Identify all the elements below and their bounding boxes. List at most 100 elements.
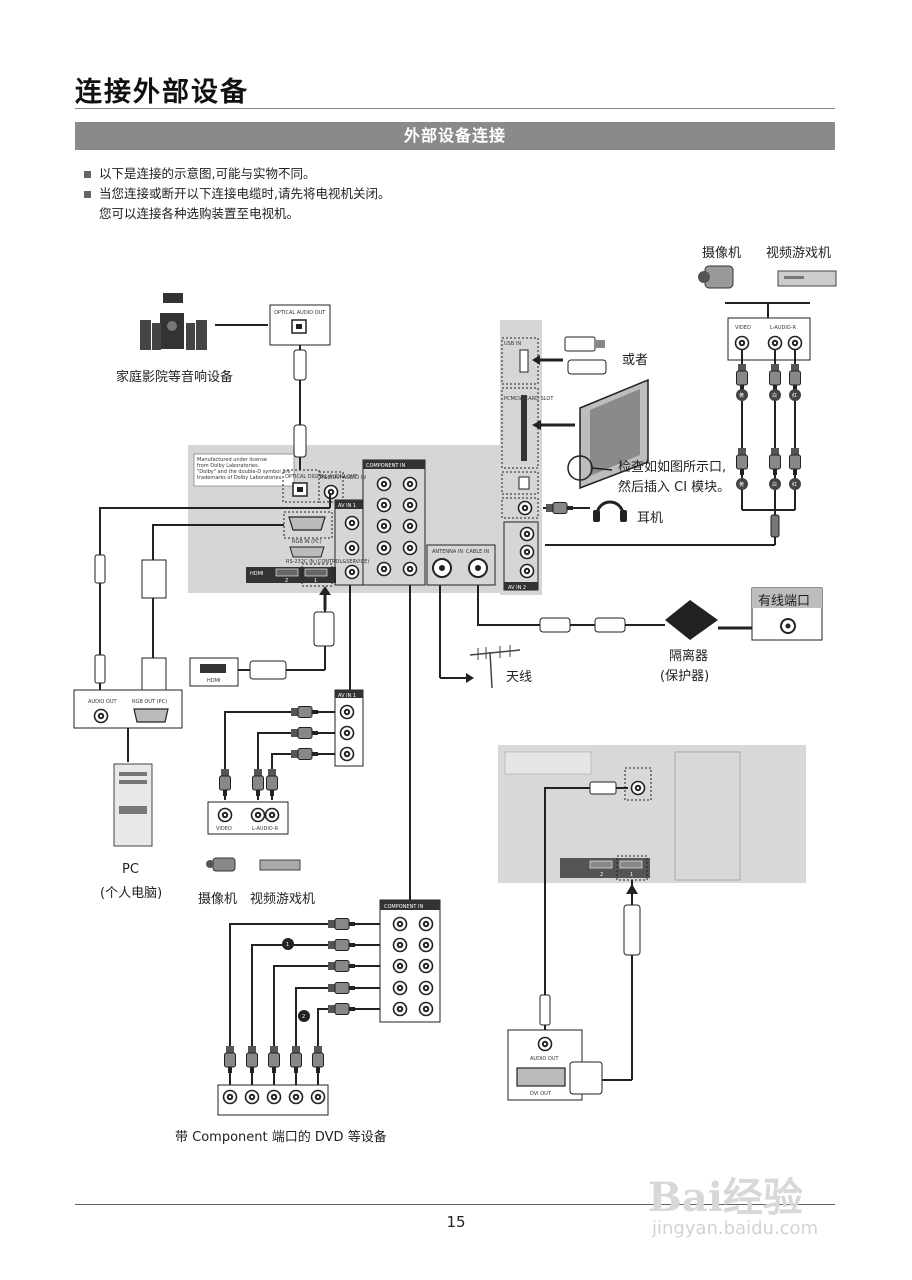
comp1-l: [402, 540, 418, 556]
home-theater-icon: [140, 293, 207, 350]
note-2-text: 当您连接或断开以下连接电缆时,请先将电视机关闭。: [99, 186, 391, 201]
dolby-line-4: trademarks of Dolby Laboratories.: [197, 475, 283, 481]
rs232-label: RS-232C IN (CONTROL&SERVICE): [286, 559, 369, 565]
headphones-icon: [595, 500, 625, 516]
comp2-r: [376, 561, 392, 577]
av1-audio-l-jack: [344, 540, 360, 556]
pc-label-1: PC: [122, 862, 139, 877]
pc-rgb-out-label: RGB OUT (PC): [132, 699, 167, 705]
plug-yellow-top: 黄: [739, 392, 744, 399]
dolby-line-3: "Dolby" and the double-D symbol are: [197, 469, 290, 475]
game-console-icon-left: [259, 859, 301, 871]
camcorder-icon-right: [698, 265, 734, 289]
note-2: 当您连接或断开以下连接电缆时,请先将电视机关闭。: [84, 184, 390, 204]
rgb-dvi-audio-label: RGB/DVI AUDIO IN: [320, 475, 366, 481]
step-1-marker: 1: [286, 942, 289, 948]
note-1: 以下是连接的示意图,可能与实物不同。: [84, 164, 315, 184]
pcmcia-slot: [521, 395, 527, 461]
rs232-port: [289, 546, 325, 558]
rgb-in-port: [288, 516, 326, 531]
plug-red-top: 红: [792, 392, 797, 399]
av2-audio-r-jack: [519, 563, 535, 579]
hdmi-port-2-label: 2: [285, 578, 288, 584]
dolby-line-2: from Dolby Laboratories.: [197, 463, 260, 469]
av1-video-jack: [344, 515, 360, 531]
pc-audio-cable: [99, 507, 330, 690]
pc-rgb-cable: [152, 524, 284, 690]
av-source-video-label: VIDEO: [216, 826, 232, 832]
note-3: 您可以连接各种选购装置至电视机。: [99, 206, 300, 221]
av-source-right-video-label: VIDEO: [735, 325, 751, 331]
av-source-right-audio-label: L-AUDIO-R: [770, 325, 797, 331]
bullet-icon: [84, 171, 91, 178]
av2-video-jack: [519, 526, 535, 542]
av-in-1-title: AV IN 1: [338, 503, 356, 509]
component-in-detail-title: COMPONENT IN: [384, 904, 423, 910]
footer-rule: [75, 1204, 835, 1205]
plug-yellow-bottom: 黄: [739, 481, 744, 488]
comp1-r: [402, 561, 418, 577]
usb-in-label: USB IN: [504, 341, 521, 347]
av-source-audio-label: L-AUDIO-R: [252, 826, 279, 832]
dolby-line-1: Manufactured under license: [197, 457, 267, 463]
antenna-icon: [469, 645, 521, 689]
step-2-marker: 2: [302, 1014, 305, 1020]
game-console-label-bottom: 视频游戏机: [250, 892, 316, 907]
antenna-label: 天线: [506, 670, 533, 685]
av1-audio-r-jack: [344, 564, 360, 580]
comp2-l: [376, 540, 392, 556]
page-title: 连接外部设备: [75, 77, 249, 108]
optical-digital-label: OPTICAL DIGITAL AUDIO OUT: [285, 474, 358, 480]
cable-port-label: 有线端口: [758, 594, 811, 609]
camcorder-label-bottom: 摄像机: [198, 892, 238, 907]
component-in-title: COMPONENT IN: [366, 463, 405, 469]
headphone-jack: [517, 500, 533, 516]
plug-white-bottom: 白: [772, 481, 777, 488]
comp1-pb: [402, 497, 418, 513]
watermark-url: jingyan.baidu.com: [652, 1218, 819, 1239]
splitter-label-2: (保护器): [660, 669, 710, 684]
page-number: 15: [446, 1213, 466, 1231]
hdmi-port-1: [304, 568, 328, 577]
dvi-out-label: DVI OUT: [530, 1091, 552, 1097]
comp2-pr: [376, 518, 392, 534]
comp2-pb: [376, 497, 392, 513]
title-rule: [75, 108, 835, 109]
optical-out-label: OPTICAL AUDIO OUT: [274, 310, 326, 316]
note-1-text: 以下是连接的示意图,可能与实物不同。: [99, 166, 316, 181]
antenna-cable-frame: [426, 544, 496, 586]
usb-port: [519, 349, 529, 373]
watermark-logo: Bai经验: [648, 1174, 803, 1221]
splitter-icon: [665, 600, 718, 640]
cable-in-label: CABLE IN: [466, 549, 489, 555]
av-in-1-detail-title: AV IN 1: [338, 693, 356, 699]
bullet-icon: [84, 191, 91, 198]
hdmi2-port-1-label: 1: [630, 872, 633, 878]
dvi-audio-out-label: AUDIO OUT: [530, 1056, 560, 1062]
splitter-label-1: 隔离器: [669, 649, 709, 664]
pc-tower-icon: [113, 763, 153, 847]
antenna-in-label: ANTENNA IN: [432, 549, 463, 555]
hdmi2-port-2-label: 2: [600, 872, 603, 878]
ci-check-line-2: 然后插入 CI 模块。: [618, 480, 731, 495]
comp1-pr: [402, 518, 418, 534]
rgb-in-frame: [283, 511, 333, 539]
dvd-caption: 带 Component 端口的 DVD 等设备: [175, 1130, 387, 1145]
usb-stick-icon: [567, 359, 607, 375]
pc-audio-out-label: AUDIO OUT: [88, 699, 118, 705]
plug-red-bottom: 红: [792, 481, 797, 488]
av-in-2-title: AV IN 2: [508, 585, 526, 591]
pc-label-2: (个人电脑): [100, 886, 163, 901]
hdmi-port-1-label: 1: [314, 578, 317, 584]
or-label: 或者: [622, 353, 649, 368]
comp1-y: [402, 476, 418, 492]
headphones-label: 耳机: [637, 511, 664, 526]
game-console-label-top: 视频游戏机: [766, 246, 832, 261]
camcorder-icon-left: [206, 857, 236, 872]
usb-cable-icon: [564, 336, 596, 352]
game-console-icon-right: [777, 270, 837, 287]
section-title: 外部设备连接: [75, 122, 835, 150]
hdmi-strip-label: HDMI: [250, 571, 263, 577]
comp2-y: [376, 476, 392, 492]
